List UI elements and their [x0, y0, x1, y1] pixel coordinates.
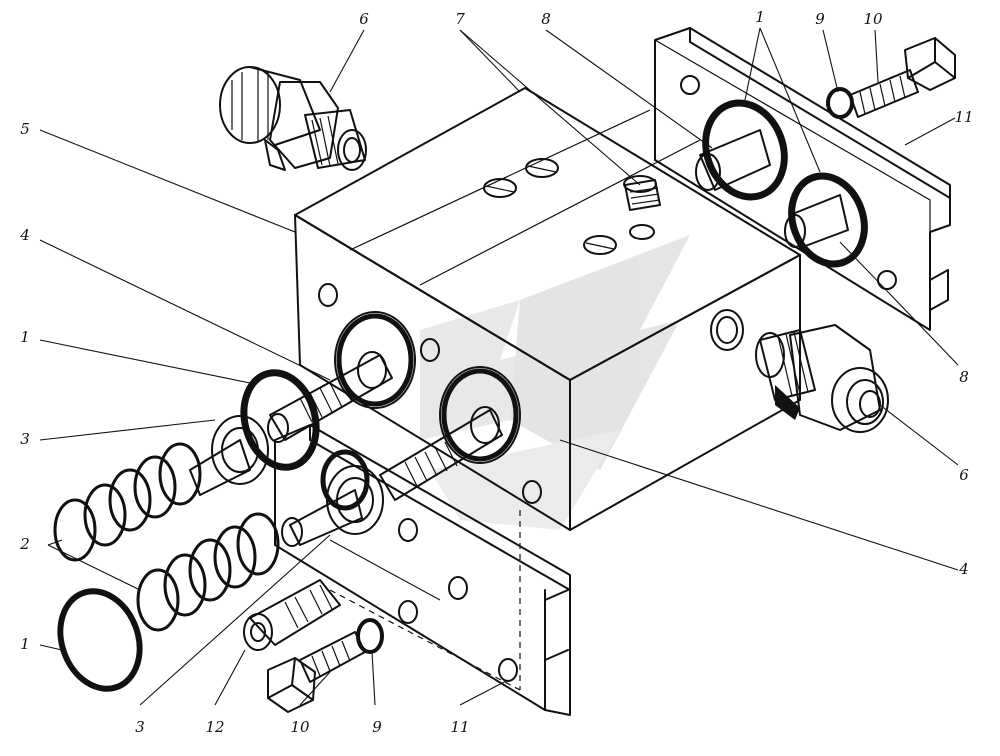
callout-9-top: 9 [815, 10, 825, 28]
spring-lower [136, 512, 280, 632]
bolt-bottom [267, 631, 366, 713]
washer-bottom [356, 618, 384, 654]
callout-3-left: 3 [20, 430, 30, 448]
callout-10-top: 10 [863, 10, 883, 28]
callout-7: 7 [455, 10, 465, 28]
callout-6-right: 6 [959, 466, 969, 484]
valve-body [294, 87, 801, 531]
valve-stem-lower [379, 406, 503, 501]
callout-10-bottom: 10 [290, 718, 310, 736]
spring-seat-lower [281, 465, 384, 547]
bolt-top [849, 37, 956, 118]
callout-1-left: 1 [20, 328, 30, 346]
spring-upper [53, 442, 202, 562]
callout-11-top: 11 [954, 108, 973, 126]
valve-stem-upper [267, 351, 393, 443]
callout-11-bottom: 11 [450, 718, 469, 736]
o-ring-bottom [57, 588, 143, 692]
callout-labels: 6 7 8 1 9 10 11 5 4 1 3 2 1 3 12 10 9 11… [19, 8, 973, 736]
callout-3-bottom: 3 [135, 718, 145, 736]
end-plate-right [654, 27, 951, 331]
callout-9-bottom: 9 [372, 718, 382, 736]
callout-12: 12 [205, 718, 224, 736]
o-ring-left [240, 369, 320, 471]
washer-top [826, 87, 854, 119]
callout-1-top: 1 [755, 8, 765, 26]
fitting-top [219, 66, 367, 171]
callout-5: 5 [20, 120, 30, 138]
callout-4-left: 4 [19, 226, 30, 244]
callout-8-top: 8 [541, 10, 551, 28]
callout-8-right: 8 [959, 368, 969, 386]
callout-2: 2 [19, 535, 30, 553]
fitting-small [243, 579, 341, 651]
callout-1-bottom: 1 [20, 635, 30, 653]
fitting-right [755, 324, 889, 433]
o-ring-lower [320, 449, 370, 511]
callout-6-top: 6 [359, 10, 369, 28]
callout-4-right: 4 [958, 560, 969, 578]
watermark-logo [420, 235, 690, 530]
leader-lines [39, 27, 959, 706]
